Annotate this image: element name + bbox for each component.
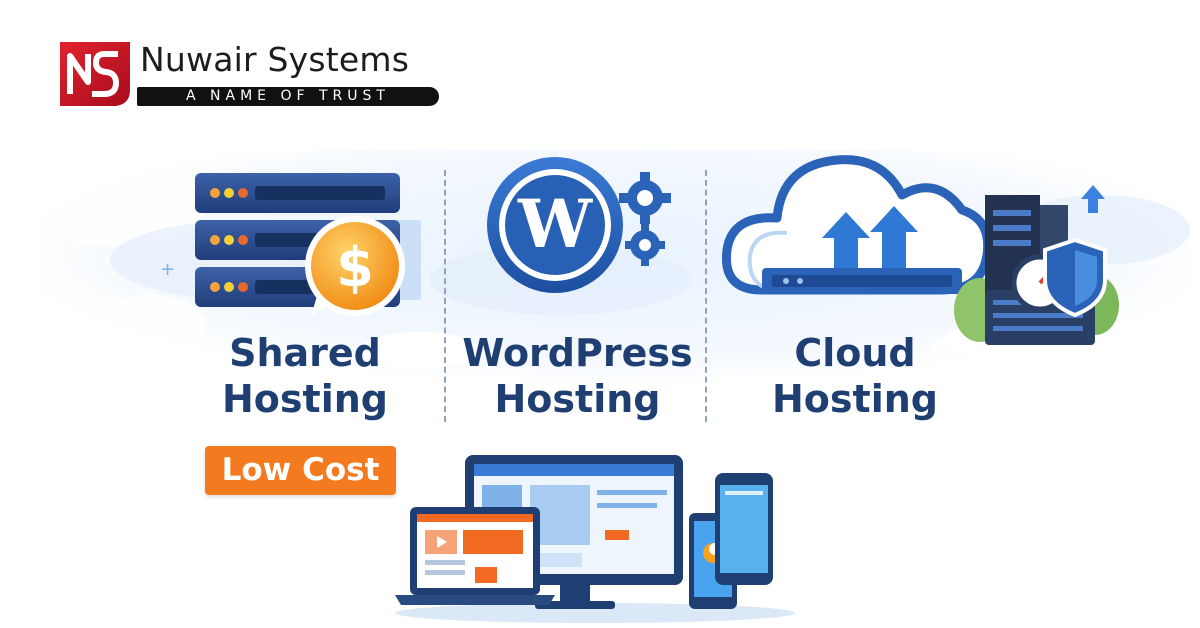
svg-text:$: $ — [336, 236, 374, 299]
cloud-hosting-line2: Hosting — [772, 377, 938, 421]
nuwair-logo-icon — [60, 42, 130, 106]
wordpress-hosting-label: WordPress Hosting — [455, 330, 700, 422]
svg-text:+: + — [160, 259, 175, 280]
server-shield-icon — [945, 185, 1125, 362]
wordpress-hosting-line1: WordPress — [462, 331, 693, 375]
wordpress-gears-icon: W — [487, 157, 671, 293]
divider-left — [444, 170, 446, 422]
shared-hosting-line1: Shared — [229, 331, 381, 375]
svg-text:W: W — [517, 185, 593, 263]
cloud-hosting-label: Cloud Hosting — [750, 330, 960, 422]
cloud-upload-server-icon — [722, 155, 993, 295]
cloud-hosting-line1: Cloud — [794, 331, 916, 375]
brand-name: Nuwair Systems — [140, 40, 410, 79]
wordpress-hosting-line2: Hosting — [494, 377, 661, 421]
responsive-devices-icon — [395, 455, 795, 623]
divider-right — [705, 170, 707, 422]
low-cost-badge: Low Cost — [205, 446, 396, 495]
brand-tagline: A NAME OF TRUST — [186, 88, 390, 104]
server-rack-dollar-icon: $ — [195, 173, 421, 316]
shared-hosting-label: Shared Hosting — [200, 330, 410, 422]
shared-hosting-line2: Hosting — [222, 377, 388, 421]
tagline-bar — [137, 87, 439, 106]
